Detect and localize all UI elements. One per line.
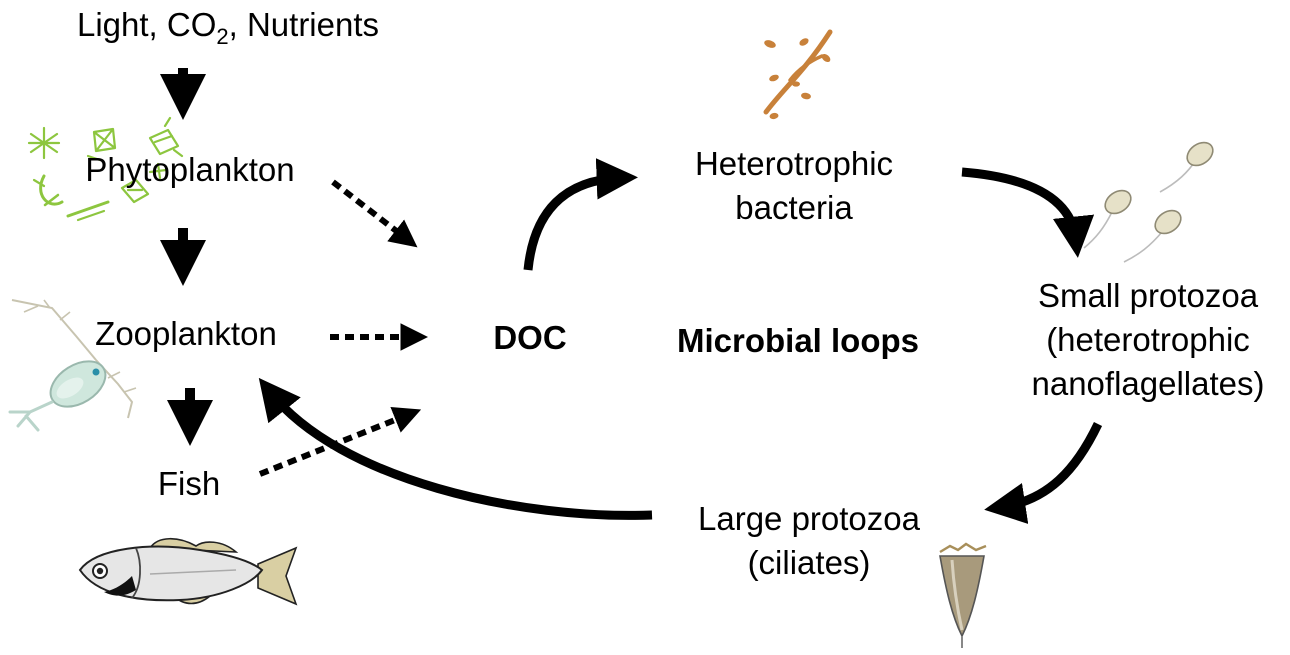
ciliate-icon bbox=[939, 542, 987, 648]
node-inputs: Light, CO2, Nutrients bbox=[77, 6, 379, 49]
node-heterotrophic-bacteria-line1: Heterotrophic bbox=[695, 145, 893, 182]
node-phytoplankton: Phytoplankton bbox=[85, 151, 294, 188]
arrow-doc-to-bacteria bbox=[523, 158, 638, 271]
node-large-protozoa-line2: (ciliates) bbox=[748, 544, 871, 581]
phytoplankton-cluster-icon bbox=[27, 116, 184, 222]
node-large-protozoa: Large protozoa (ciliates) bbox=[698, 500, 921, 581]
node-zooplankton: Zooplankton bbox=[95, 315, 277, 352]
flagellate-icon bbox=[1083, 141, 1214, 263]
node-inputs-prefix: Light, CO bbox=[77, 6, 216, 43]
arrow-bacteria-to-small-protozoa bbox=[961, 167, 1095, 258]
bacteria-icon bbox=[763, 29, 833, 120]
node-fish: Fish bbox=[158, 465, 220, 502]
node-doc: DOC bbox=[493, 319, 566, 356]
center-label-microbial-loops: Microbial loops bbox=[677, 322, 919, 359]
arrow-phytoplankton-to-doc bbox=[331, 179, 418, 248]
node-heterotrophic-bacteria: Heterotrophic bacteria bbox=[695, 145, 893, 226]
copepod-icon bbox=[8, 299, 137, 432]
node-small-protozoa-line2: (heterotrophic bbox=[1046, 321, 1250, 358]
node-small-protozoa: Small protozoa (heterotrophic nanoflagella… bbox=[1032, 277, 1265, 402]
arrow-large-protozoa-to-zooplankton bbox=[258, 377, 653, 520]
node-inputs-subscript: 2 bbox=[216, 24, 228, 49]
node-large-protozoa-line1: Large protozoa bbox=[698, 500, 921, 537]
node-small-protozoa-line1: Small protozoa bbox=[1038, 277, 1259, 314]
node-inputs-suffix: , Nutrients bbox=[229, 6, 379, 43]
node-small-protozoa-line3: nanoflagellates) bbox=[1032, 365, 1265, 402]
fish-icon bbox=[78, 537, 298, 606]
node-heterotrophic-bacteria-line2: bacteria bbox=[735, 189, 853, 226]
arrow-small-protozoa-to-large-protozoa bbox=[984, 422, 1103, 524]
